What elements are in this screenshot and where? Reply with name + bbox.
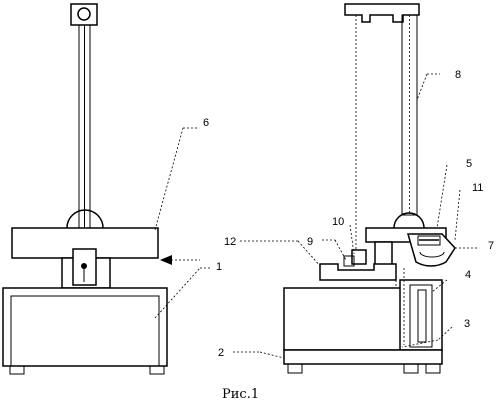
left-rod-clamp: [66, 209, 104, 229]
label-11: 11: [472, 182, 483, 194]
left-rod: [70, 3, 98, 231]
label-5: 5: [466, 158, 472, 170]
right-small-fixture: [343, 249, 367, 267]
left-carriage: [61, 248, 111, 289]
label-3: 3: [464, 318, 470, 330]
leader-lines: [154, 73, 478, 359]
right-column: [401, 14, 418, 216]
left-base: [2, 287, 168, 375]
part-labels: 6 1 12 9 10 8 5 11 7 4 3 2: [203, 69, 494, 359]
label-1: 1: [216, 261, 222, 273]
label-4: 4: [465, 269, 471, 281]
label-10: 10: [332, 216, 344, 228]
label-12: 12: [224, 236, 236, 248]
label-7: 7: [488, 240, 494, 252]
left-view: [2, 3, 200, 375]
right-base: [283, 268, 443, 374]
label-6: 6: [203, 117, 209, 129]
right-top-head: [344, 3, 420, 23]
label-8: 8: [455, 69, 461, 81]
right-view: [283, 3, 456, 374]
label-2: 2: [218, 347, 224, 359]
right-sliding-table: [319, 263, 397, 281]
right-clamp: [365, 212, 456, 267]
figure-caption: Рис.1: [222, 387, 259, 402]
view-direction-arrow: [160, 255, 200, 265]
label-9: 9: [307, 236, 313, 248]
